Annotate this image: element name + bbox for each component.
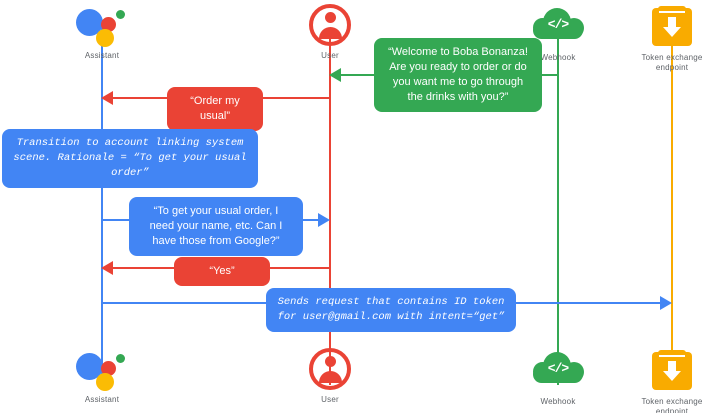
note-transition-to-account-linking: Transition to account linking system sce…	[2, 129, 258, 188]
actor-label-assistant-bottom: Assistant	[84, 395, 120, 404]
cloud-code-icon: </>	[498, 350, 618, 394]
actor-token-endpoint-top: Token exchange endpoint	[612, 6, 725, 73]
google-assistant-icon	[42, 348, 162, 392]
download-box-icon	[612, 350, 725, 394]
arrowhead-user-to-assistant-yes	[101, 261, 113, 275]
actor-label-token-endpoint-bottom: Token exchange endpoint	[641, 397, 703, 413]
lifeline-token-endpoint	[671, 28, 673, 385]
user-avatar-icon	[270, 4, 390, 48]
arrowhead-assistant-to-token-endpoint	[660, 296, 672, 310]
lifeline-webhook	[557, 28, 559, 385]
download-box-icon	[612, 6, 725, 50]
actor-webhook-top: </> Webhook	[498, 6, 618, 63]
arrowhead-user-to-assistant-order	[101, 91, 113, 105]
actor-label-token-endpoint-top: Token exchange endpoint	[641, 53, 703, 72]
actor-token-endpoint-bottom: Token exchange endpoint	[612, 350, 725, 413]
message-bubble-need-your-name: “To get your usual order, I need your na…	[129, 197, 303, 256]
actor-label-user-bottom: User	[321, 395, 339, 404]
actor-label-webhook-bottom: Webhook	[540, 397, 576, 406]
actor-label-webhook-top: Webhook	[540, 53, 576, 62]
note-sends-request-id-token: Sends request that contains ID token for…	[266, 288, 516, 332]
lifeline-assistant	[101, 28, 103, 385]
arrowhead-webhook-to-user	[329, 68, 341, 82]
message-bubble-welcome: “Welcome to Boba Bonanza! Are you ready …	[374, 38, 542, 112]
arrowhead-assistant-to-user-need-name	[318, 213, 330, 227]
actor-webhook-bottom: </> Webhook	[498, 350, 618, 407]
message-bubble-yes: “Yes”	[174, 257, 270, 286]
actor-label-user-top: User	[321, 51, 339, 60]
actor-label-assistant-top: Assistant	[84, 51, 120, 60]
message-bubble-order-my-usual: “Order my usual”	[167, 87, 263, 131]
user-avatar-icon	[270, 348, 390, 392]
actor-assistant-top: Assistant	[42, 4, 162, 61]
cloud-code-icon: </>	[498, 6, 618, 50]
google-assistant-icon	[42, 4, 162, 48]
actor-assistant-bottom: Assistant	[42, 348, 162, 405]
actor-user-top: User	[270, 4, 390, 61]
lifeline-user	[329, 28, 331, 385]
actor-user-bottom: User	[270, 348, 390, 405]
